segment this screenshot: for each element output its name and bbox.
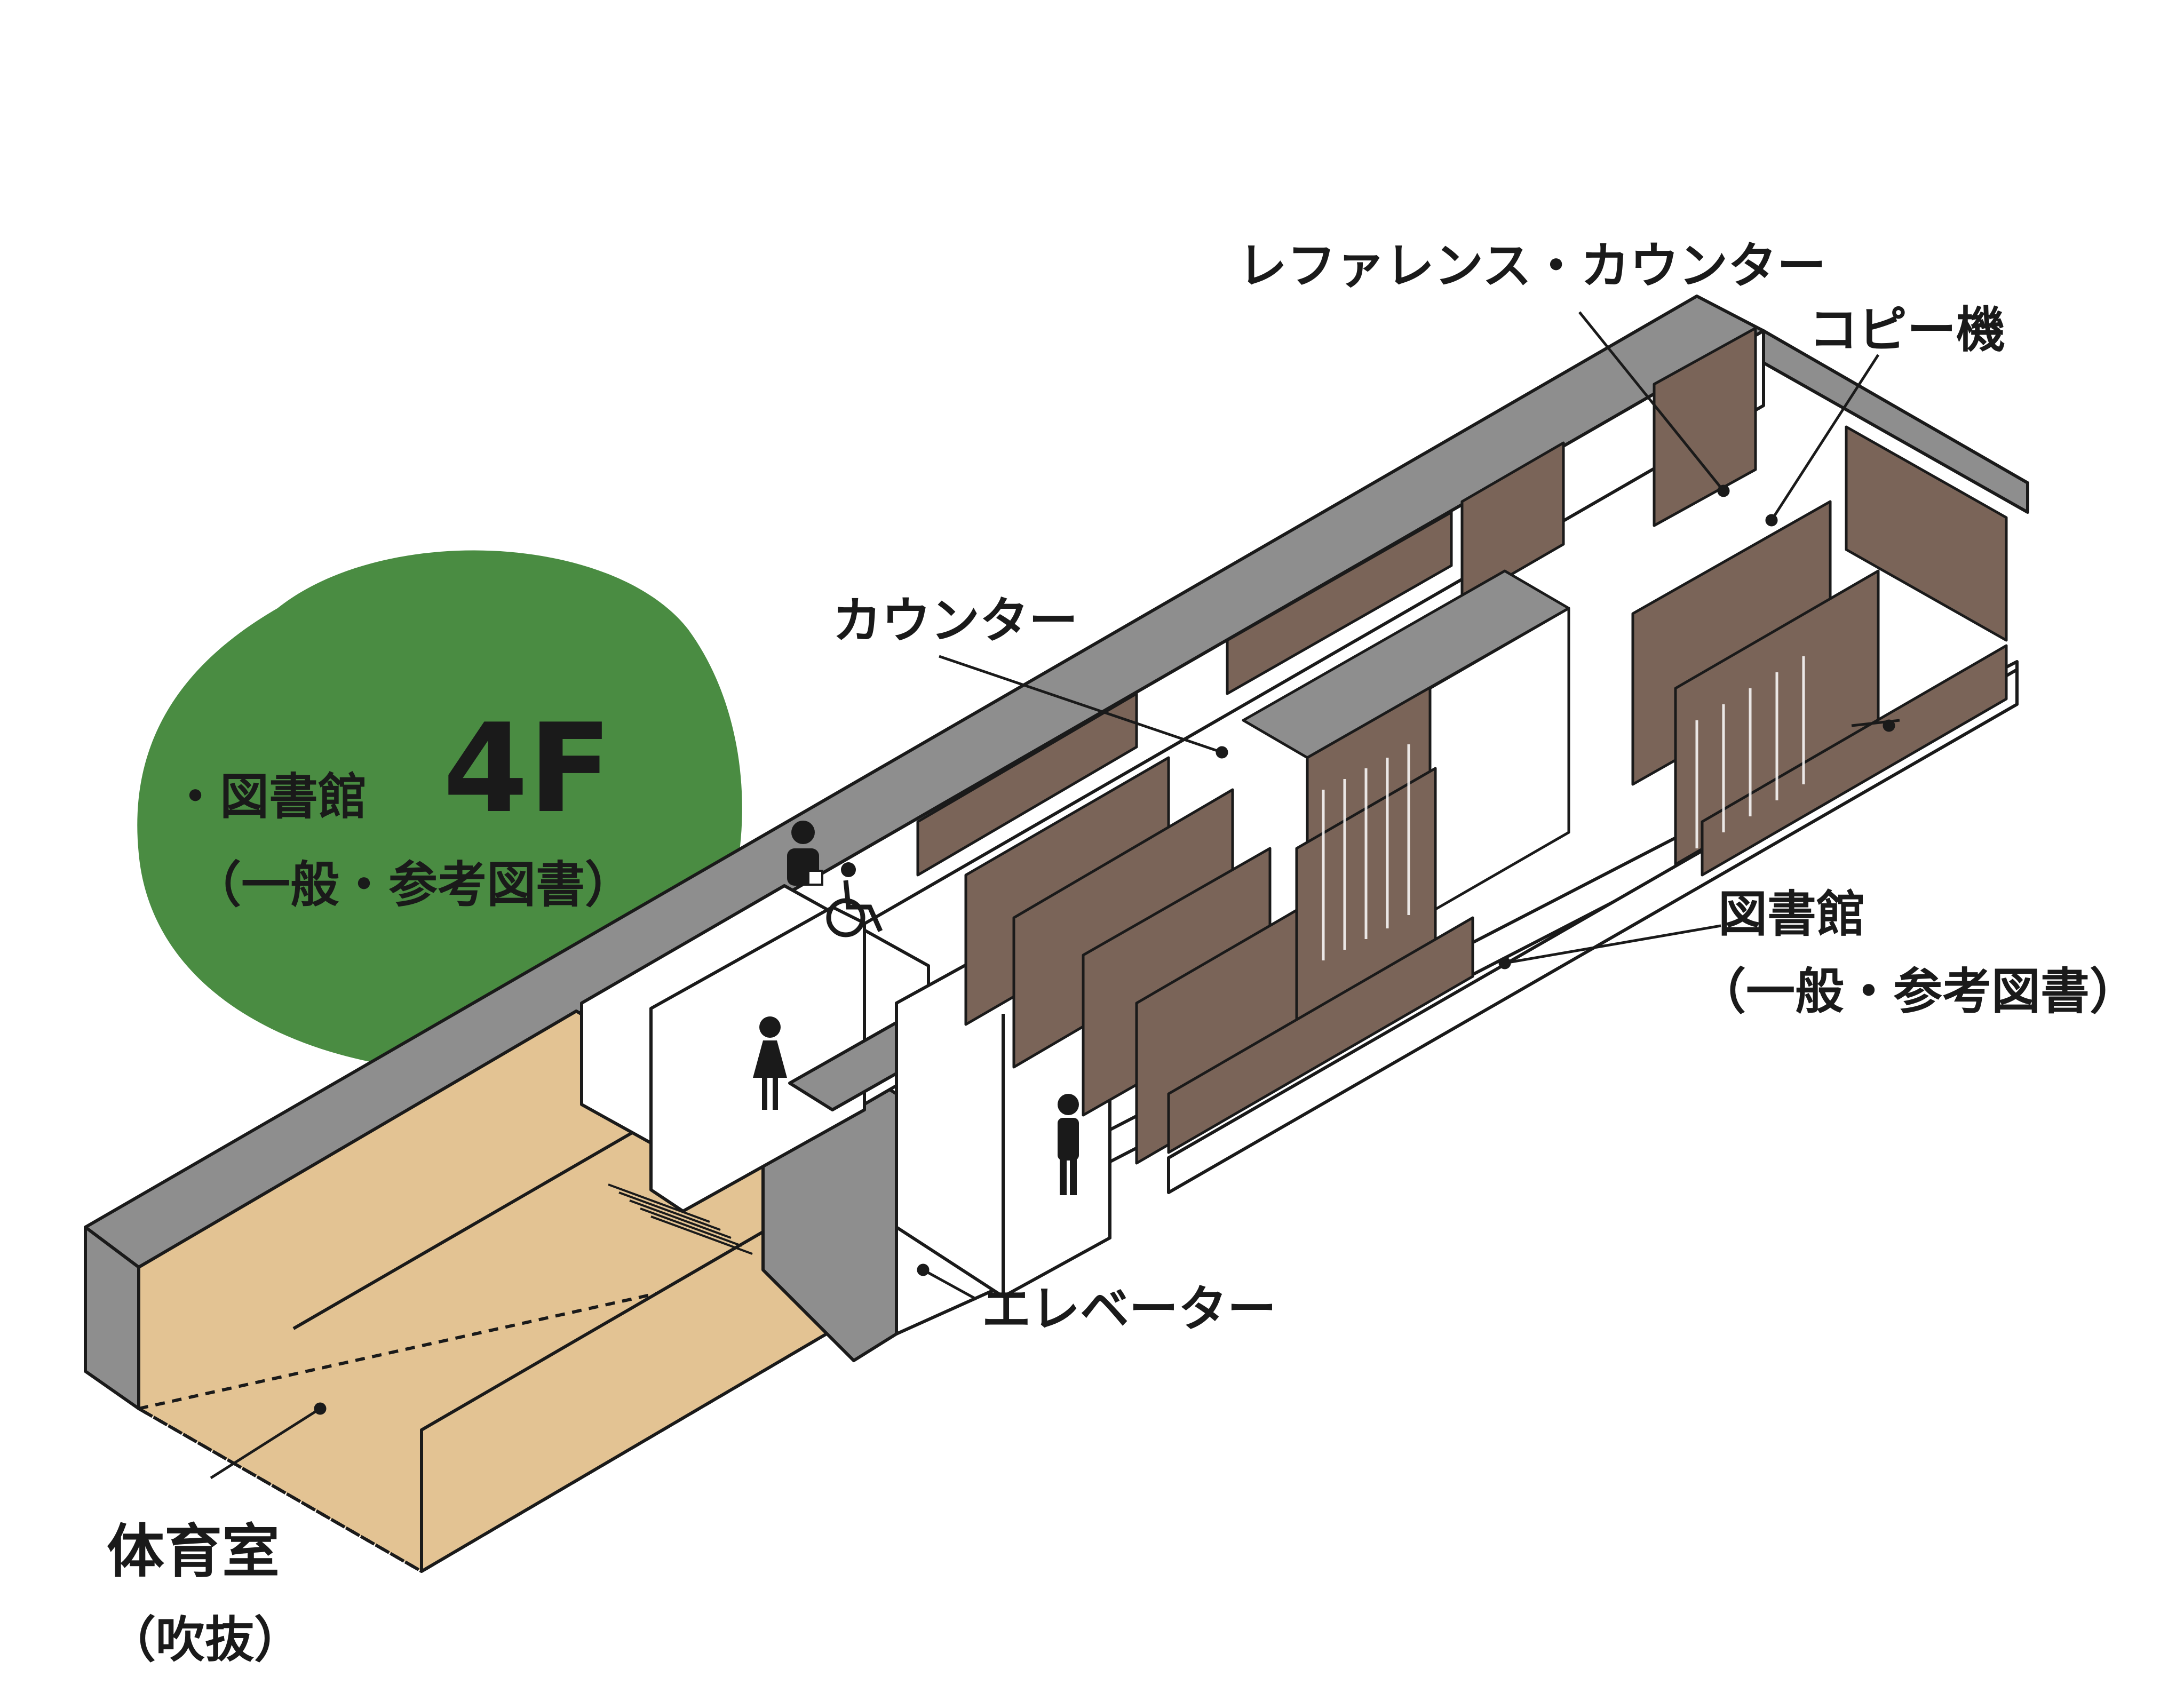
leader-library — [1504, 924, 1721, 965]
leader-reference-counter — [1578, 311, 1725, 492]
gym-dashed-edge — [138, 1407, 423, 1573]
badge-subtitle: （一般・参考図書） — [192, 856, 634, 913]
badge-title-prefix: ・図書館 — [171, 768, 367, 825]
label-copier: コピー機 — [1809, 301, 2005, 359]
mens-restroom-icon — [1058, 1094, 1079, 1195]
right-end-wall-top — [1762, 329, 2029, 514]
multipurpose-restroom-icon — [787, 821, 823, 886]
labels: レファレンス・カウンター コピー機 カウンター 図書館 （一般・参考図書） エレ… — [107, 237, 2139, 1668]
label-library-line2: （一般・参考図書） — [1697, 963, 2139, 1020]
right-bench — [1701, 644, 2008, 877]
leader-elevator — [922, 1268, 978, 1301]
label-counter: カウンター — [832, 592, 1078, 649]
stairs — [608, 1183, 753, 1255]
womens-restroom-icon — [753, 1016, 787, 1110]
back-shelves — [916, 327, 1757, 877]
leader-copier — [1770, 354, 1880, 521]
leader-gym — [210, 1407, 321, 1480]
label-library-line1: 図書館 — [1718, 886, 1865, 943]
label-elevator: エレベーター — [982, 1281, 1276, 1338]
label-gym-line2: （吹抜） — [107, 1611, 303, 1668]
front-bench — [1167, 916, 1474, 1154]
wheelchair-icon — [826, 862, 883, 937]
leader-lines — [210, 311, 1900, 1480]
badge-floor-number: 4F — [443, 698, 612, 840]
label-gym-line1: 体育室 — [107, 1519, 280, 1585]
book-spines — [1322, 656, 1805, 960]
gym-atrium — [84, 1010, 855, 1573]
label-reference-counter: レファレンス・カウンター — [1238, 237, 1826, 295]
leader-counter — [939, 655, 1222, 754]
